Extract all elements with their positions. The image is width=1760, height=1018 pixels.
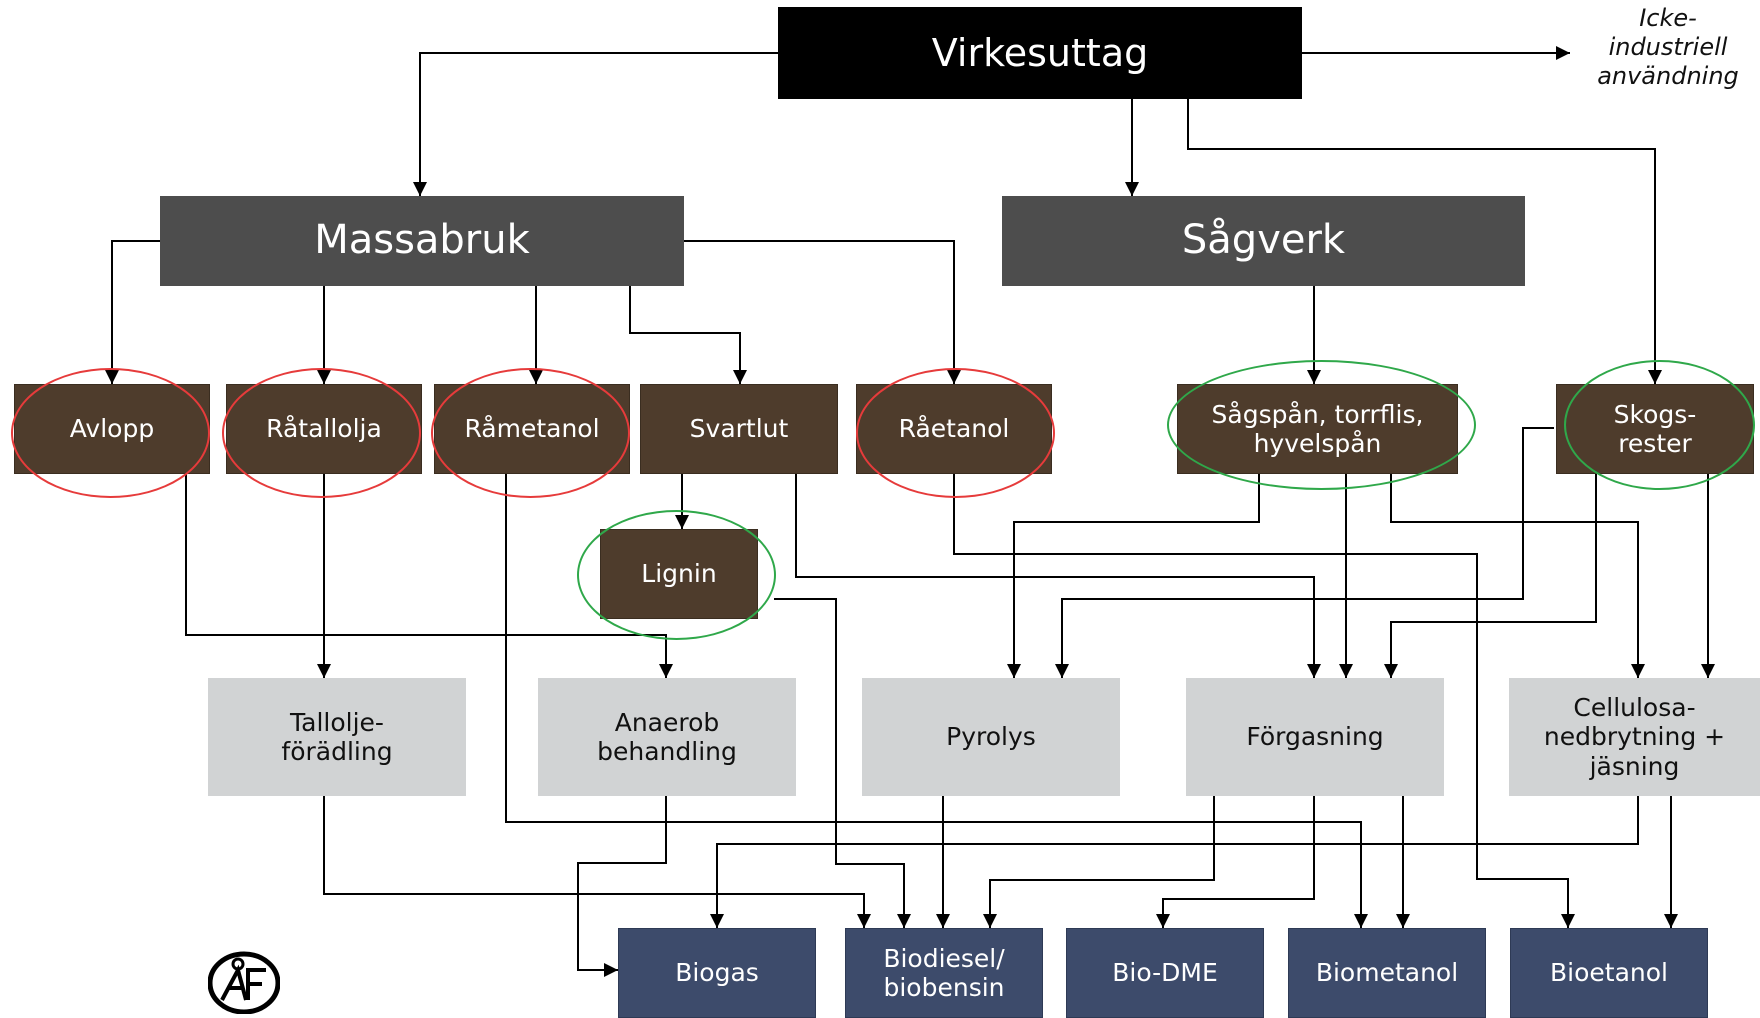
- node-avlopp: Avlopp: [14, 384, 210, 474]
- node-rametanol: Råmetanol: [434, 384, 630, 474]
- arrow-raetanol-bioetanol: [953, 474, 1575, 928]
- af-logo: [208, 951, 280, 1014]
- node-anaerob: Anaerob behandling: [538, 678, 796, 796]
- arrow-anaerob-biogas: [577, 796, 667, 977]
- node-tallolje: Tallolje- förädling: [208, 678, 466, 796]
- node-biodme: Bio-DME: [1066, 928, 1264, 1018]
- node-virkesuttag: Virkesuttag: [778, 7, 1302, 99]
- node-cellulosa: Cellulosa- nedbrytning + jäsning: [1509, 678, 1760, 796]
- node-skogsrester: Skogs- rester: [1556, 384, 1754, 474]
- node-ratallolja: Råtallolja: [226, 384, 422, 474]
- arrow-forgasning-biodme: [1156, 796, 1315, 928]
- arrow-sagspan-pyrolys: [1007, 474, 1260, 678]
- node-biogas: Biogas: [618, 928, 816, 1018]
- node-svartlut: Svartlut: [640, 384, 838, 474]
- arrow-skogsrester-forgasning: [1384, 474, 1597, 678]
- node-biodiesel: Biodiesel/ biobensin: [845, 928, 1043, 1018]
- arrow-skogsrester-pyrolys: [1055, 427, 1554, 678]
- arrow-rametanol-biometanol: [505, 474, 1368, 928]
- note-icke-industriell: Icke- industriell användning: [1597, 4, 1739, 90]
- node-pyrolys: Pyrolys: [862, 678, 1120, 796]
- arrow-massabruk-avlopp: [105, 240, 160, 384]
- arrow-forgasning-biodiesel: [983, 796, 1215, 928]
- arrow-cellulosa-biogas: [710, 796, 1639, 928]
- arrow-avlopp-anaerob: [185, 474, 673, 678]
- arrow-massabruk-svartlut: [629, 286, 747, 384]
- node-sagspan: Sågspån, torrflis, hyvelspån: [1177, 384, 1458, 474]
- arrow-virkesuttag-massabruk: [413, 52, 778, 196]
- node-massabruk: Massabruk: [160, 196, 684, 286]
- node-sagverk: Sågverk: [1002, 196, 1525, 286]
- node-raetanol: Råetanol: [856, 384, 1052, 474]
- arrow-tallolje-biodiesel: [323, 796, 871, 928]
- arrow-lignin-biodiesel: [774, 598, 911, 928]
- arrow-svartlut-forgasning: [795, 474, 1321, 678]
- arrow-massabruk-raetanol: [684, 240, 961, 384]
- arrow-virkesuttag-skogsrester: [1187, 99, 1662, 384]
- node-biometanol: Biometanol: [1288, 928, 1486, 1018]
- node-lignin: Lignin: [600, 529, 758, 619]
- node-forgasning: Förgasning: [1186, 678, 1444, 796]
- node-bioetanol: Bioetanol: [1510, 928, 1708, 1018]
- arrow-sagspan-cellulosa: [1390, 474, 1645, 678]
